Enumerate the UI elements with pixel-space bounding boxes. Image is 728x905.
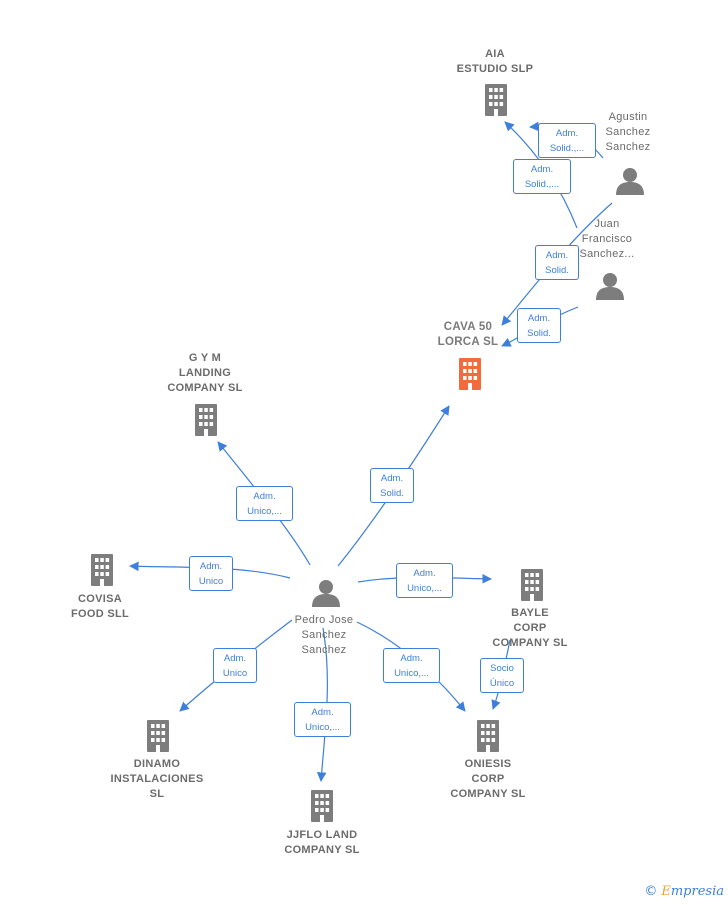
building-icon <box>91 554 113 586</box>
brand-name: mpresia <box>670 884 724 899</box>
person-icon <box>596 273 624 300</box>
node-label-cava-50-lorca[interactable]: CAVA 50 LORCA SL <box>437 321 499 348</box>
node-label-pedro-jose[interactable]: Pedro Jose Sanchez Sanchez <box>294 614 354 656</box>
node-label-gym-landing[interactable]: G Y M LANDING COMPANY SL <box>167 352 243 394</box>
node-label-juan-francisco[interactable]: Juan Francisco Sanchez... <box>579 218 635 260</box>
role-badge-pedro-dinamo: Adm. Unico <box>213 648 257 683</box>
building-icon <box>477 720 499 752</box>
brand-initial: E <box>661 884 671 899</box>
empresia-brand-logo[interactable]: ©Empresia <box>644 884 724 899</box>
node-label-oniesis-corp[interactable]: ONIESIS CORP COMPANY SL <box>450 758 526 800</box>
role-badge-agustin-aia: Adm. Solid.,... <box>538 123 596 158</box>
node-label-jjflo-land[interactable]: JJFLO LAND COMPANY SL <box>284 829 360 856</box>
role-badge-agustin-cava: Adm. Solid. <box>517 308 561 343</box>
role-badge-pedro-covisa: Adm. Unico <box>189 556 233 591</box>
role-badge-pedro-gym: Adm. Unico,... <box>236 486 293 521</box>
building-icon <box>195 404 217 436</box>
role-badge-bayle-oniesis: Socio Único <box>480 658 524 693</box>
role-badge-pedro-oniesis: Adm. Unico,... <box>383 648 440 683</box>
building-icon <box>311 790 333 822</box>
building-icon <box>147 720 169 752</box>
role-badge-pedro-jjflo: Adm. Unico,... <box>294 702 351 737</box>
role-badge-pedro-cava: Adm. Solid. <box>370 468 414 503</box>
role-badge-juan-aia: Adm. Solid.,... <box>513 159 571 194</box>
building-icon <box>485 84 507 116</box>
role-badge-pedro-bayle: Adm. Unico,... <box>396 563 453 598</box>
person-icon <box>616 168 644 195</box>
role-badge-juan-cava: Adm. Solid. <box>535 245 579 280</box>
building-icon <box>521 569 543 601</box>
node-label-dinamo-instalaciones[interactable]: DINAMO INSTALACIONES SL <box>110 758 204 800</box>
node-label-covisa-food[interactable]: COVISA FOOD SLL <box>70 593 129 620</box>
node-label-agustin-sanchez[interactable]: Agustin Sanchez Sanchez <box>605 111 651 153</box>
node-label-bayle-corp[interactable]: BAYLE CORP COMPANY SL <box>492 607 568 649</box>
node-label-aia-estudio[interactable]: AIA ESTUDIO SLP <box>456 48 534 75</box>
building-icon <box>459 358 481 390</box>
copyright-icon: © <box>644 884 658 899</box>
person-icon <box>312 580 340 607</box>
